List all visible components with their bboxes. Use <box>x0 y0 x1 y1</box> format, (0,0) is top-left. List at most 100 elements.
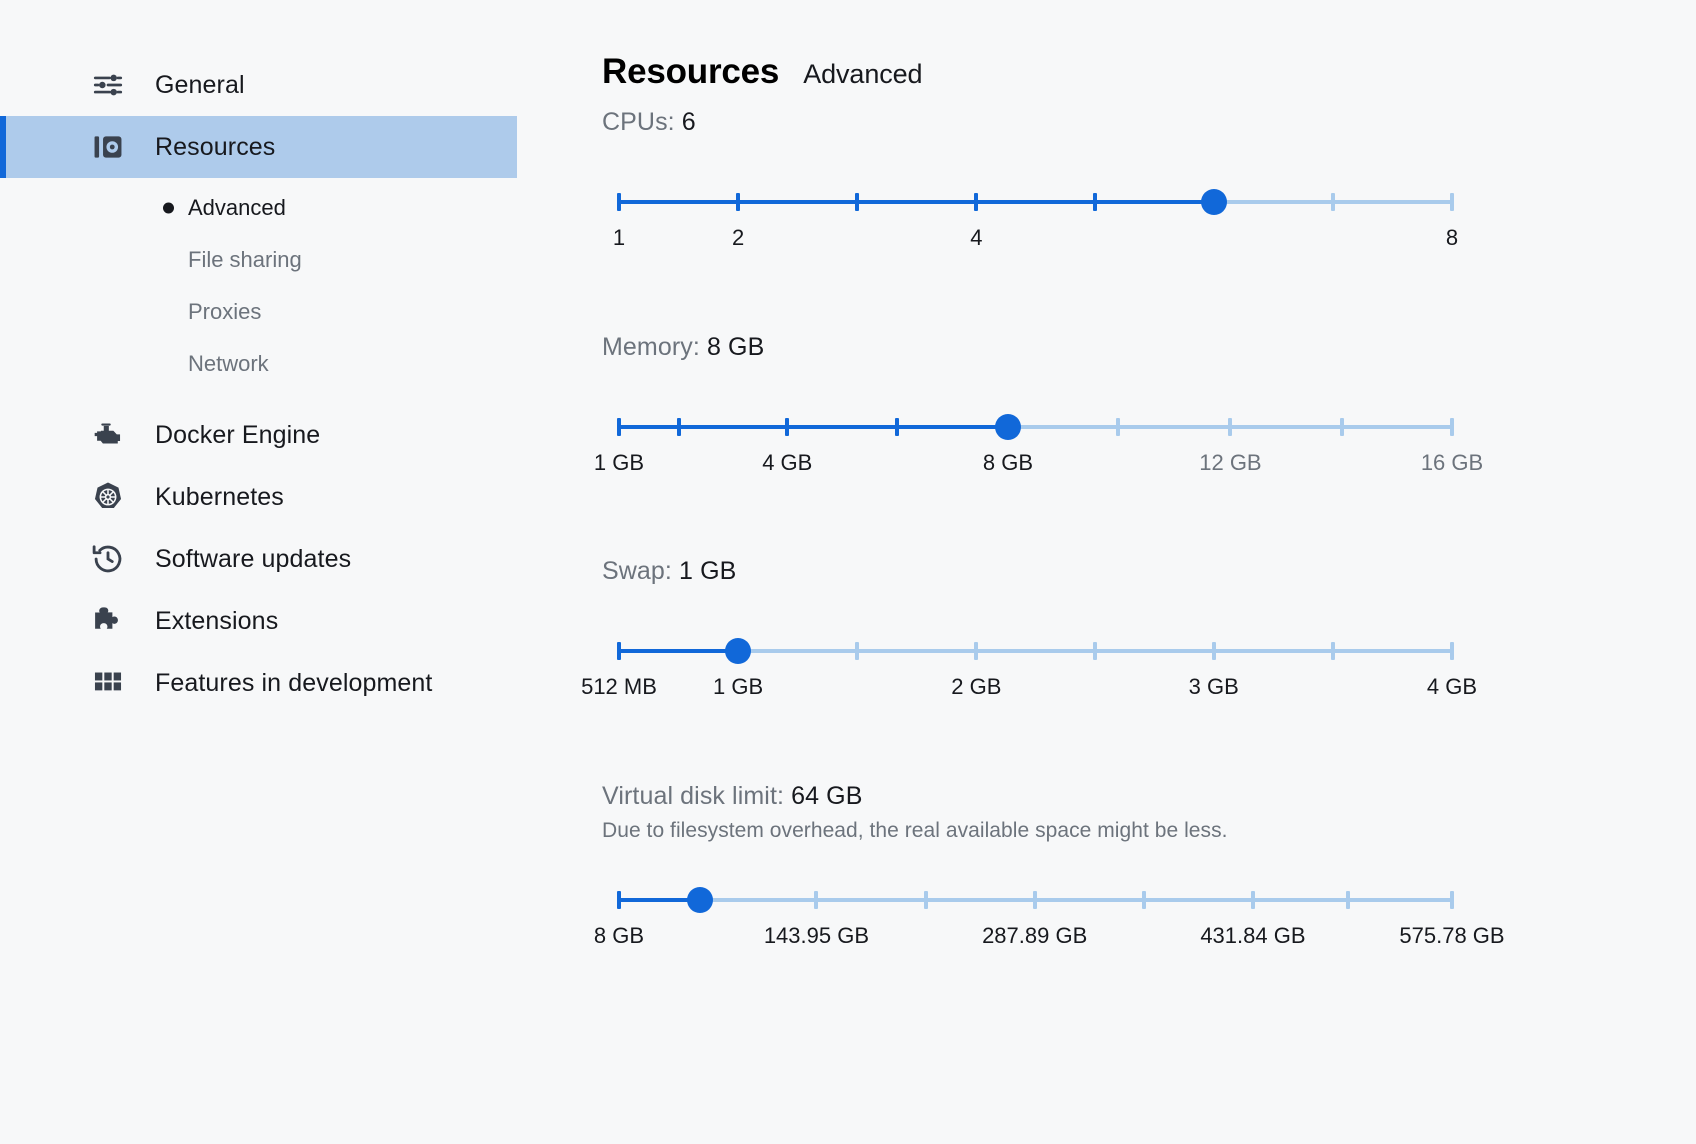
memory-slider[interactable] <box>617 404 1454 450</box>
sidebar-subitem-label: Proxies <box>188 299 262 324</box>
virtual-disk-limit-tick-label-0: 8 GB <box>593 923 645 948</box>
resources-subnav: Advanced File sharing Proxies Network <box>0 178 517 390</box>
grid-squares-icon <box>90 665 126 701</box>
memory-slider-tick-1 <box>676 418 681 436</box>
cpus-slider[interactable] <box>617 179 1454 225</box>
sidebar-subitem-label: Network <box>188 351 269 376</box>
swap-tick-label-3: 3 GB <box>1188 674 1239 699</box>
swap-slider-tick-7 <box>1450 642 1454 660</box>
virtual-disk-limit-slider-fill <box>619 898 700 902</box>
virtual-disk-limit-slider-thumb[interactable] <box>686 887 713 913</box>
virtual-disk-limit-slider-tick-4 <box>1032 891 1037 909</box>
virtual-disk-limit-slider-tick-5 <box>1141 891 1146 909</box>
page-title: Resources <box>602 52 780 91</box>
virtual-disk-limit-slider[interactable] <box>617 877 1454 923</box>
memory-label-text: Memory: <box>602 333 707 361</box>
memory-slider-tick-8 <box>1450 418 1454 436</box>
memory-slider-tick-2 <box>785 418 790 436</box>
virtual-disk-limit-slider-tick-2 <box>814 891 819 909</box>
section-virtual-disk-limit: Virtual disk limit: 64 GB Due to filesyst… <box>594 782 1505 955</box>
memory-tick-label-4: 16 GB <box>1420 450 1484 475</box>
cpus-label: CPUs: 6 <box>602 108 1452 137</box>
swap-slider-tick-2 <box>855 642 860 660</box>
swap-slider-tick-3 <box>974 642 979 660</box>
memory-slider-tick-5 <box>1115 418 1120 436</box>
sidebar-item-docker-engine[interactable]: Docker Engine <box>0 404 517 466</box>
sidebar-subitem-file-sharing[interactable]: File sharing <box>0 234 517 286</box>
swap-value: 1 GB <box>679 557 737 585</box>
sidebar-item-label: Docker Engine <box>155 420 321 449</box>
sidebar-item-kubernetes[interactable]: Kubernetes <box>0 466 517 528</box>
virtual-disk-limit-slider-tick-3 <box>923 891 928 909</box>
memory-slider-fill <box>619 425 1008 429</box>
cpus-slider-tick-6 <box>1330 193 1335 211</box>
cpus-tick-label-2: 4 <box>970 225 983 250</box>
sidebar-item-label: General <box>155 70 245 99</box>
virtual-disk-limit-note: Due to filesystem overhead, the real ava… <box>602 819 1228 842</box>
memory-slider-tick-0 <box>617 418 621 436</box>
virtual-disk-limit-slider-tick-6 <box>1250 891 1255 909</box>
virtual-disk-limit-slider-tick-8 <box>1450 891 1454 909</box>
sidebar-item-software-updates[interactable]: Software updates <box>0 528 517 590</box>
sidebar-item-label: Software updates <box>155 544 352 573</box>
sidebar-item-features-in-development[interactable]: Features in development <box>0 652 517 714</box>
swap-label: Swap: 1 GB <box>602 557 1452 586</box>
sidebar-item-general[interactable]: General <box>0 54 517 116</box>
sidebar-subitem-network[interactable]: Network <box>0 338 517 390</box>
cpus-slider-tick-4 <box>1092 193 1097 211</box>
sidebar-item-extensions[interactable]: Extensions <box>0 590 517 652</box>
sidebar-subitem-label: Advanced <box>188 195 286 220</box>
memory-slider-track[interactable] <box>619 425 1452 429</box>
swap-tick-label-2: 2 GB <box>951 674 1002 699</box>
memory-slider-thumb[interactable] <box>995 414 1021 440</box>
virtual-disk-limit-tick-label-1: 143.95 GB <box>763 923 869 948</box>
cpus-slider-tick-labels: 1 2 4 8 <box>613 225 1458 257</box>
cpus-tick-label-0: 1 <box>612 225 626 250</box>
swap-slider-track[interactable] <box>619 649 1452 653</box>
sidebar-subitem-proxies[interactable]: Proxies <box>0 286 517 338</box>
swap-slider-tick-6 <box>1330 642 1335 660</box>
sidebar-subitem-advanced[interactable]: Advanced <box>0 182 517 234</box>
memory-tick-label-2: 8 GB <box>982 450 1034 475</box>
swap-slider-fill <box>619 649 739 653</box>
swap-slider-tick-4 <box>1092 642 1097 660</box>
resources-icon <box>90 129 126 165</box>
swap-slider-tick-0 <box>617 642 621 660</box>
page-header: Resources Advanced <box>602 52 1696 92</box>
memory-value: 8 GB <box>706 333 765 361</box>
puzzle-piece-icon <box>90 603 126 639</box>
swap-slider[interactable] <box>617 628 1454 674</box>
cpus-slider-thumb[interactable] <box>1200 189 1227 215</box>
virtual-disk-limit-tick-label-4: 575.78 GB <box>1399 923 1505 948</box>
sidebar-item-resources[interactable]: Resources <box>0 116 517 178</box>
swap-slider-thumb[interactable] <box>725 638 752 664</box>
virtual-disk-limit-tick-label-3: 431.84 GB <box>1200 923 1306 948</box>
swap-label-text: Swap: <box>602 557 680 585</box>
memory-tick-label-1: 4 GB <box>762 450 813 475</box>
section-cpus: CPUs: 6 1 2 4 8 <box>602 108 1458 257</box>
selected-bullet-icon <box>163 202 174 214</box>
swap-tick-label-1: 1 GB <box>713 674 764 699</box>
settings-sidebar: General Resources Advanced File sharing <box>0 0 517 1144</box>
page-subtitle: Advanced <box>803 59 923 89</box>
virtual-disk-limit-label: Virtual disk limit: 64 GB <box>602 782 1452 811</box>
cpus-slider-fill <box>619 200 1214 204</box>
sidebar-item-label: Features in development <box>155 668 433 697</box>
cpus-tick-label-3: 8 <box>1445 225 1459 250</box>
sidebar-subitem-label: File sharing <box>188 247 302 272</box>
cpus-slider-tick-2 <box>855 193 860 211</box>
clock-history-icon <box>90 541 126 577</box>
cpus-slider-tick-0 <box>617 193 621 211</box>
sidebar-item-label: Extensions <box>155 606 279 635</box>
memory-slider-tick-3 <box>895 418 900 436</box>
memory-slider-tick-6 <box>1228 418 1233 436</box>
cpus-tick-label-1: 2 <box>731 225 745 250</box>
swap-slider-tick-5 <box>1211 642 1216 660</box>
sidebar-item-label: Kubernetes <box>155 482 284 511</box>
memory-label: Memory: 8 GB <box>602 333 1452 362</box>
engine-icon <box>90 417 126 453</box>
